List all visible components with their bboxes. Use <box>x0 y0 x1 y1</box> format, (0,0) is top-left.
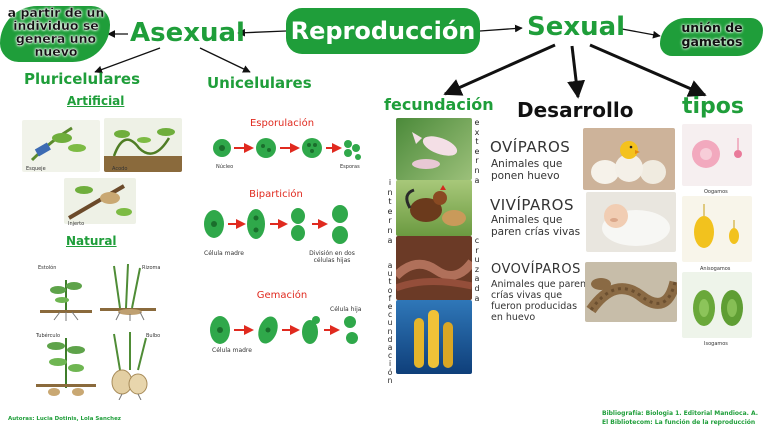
artificial-title: Artificial <box>67 94 125 108</box>
rooster-image <box>396 180 472 236</box>
sponge-image <box>396 300 472 374</box>
authors-credit: Autoras: Lucia Dotinis, Lola Sanchez <box>8 416 122 422</box>
viviparos-text: Animales que paren crías vivas <box>491 214 581 238</box>
chick-egg-image <box>583 128 675 190</box>
bibliography-line-1: Bibliografía: Biologia 1. Editorial Mand… <box>602 410 759 417</box>
gemacion-diagram <box>210 316 358 344</box>
isogamos-image <box>682 272 752 338</box>
sexual-title: Sexual <box>527 12 626 42</box>
acodo-image <box>104 118 182 172</box>
baby-image <box>586 192 676 252</box>
ovoviviparos-title: OVOVÍPAROS <box>491 262 581 277</box>
estolon-label: Estolón <box>38 265 57 271</box>
sexual-definition <box>660 18 763 56</box>
esporulacion-diagram <box>213 138 361 160</box>
oviparos-text: Animales que ponen huevo <box>491 158 563 182</box>
tipos-title: tipos <box>682 94 745 119</box>
oogamos-label: Oogamos <box>704 189 728 195</box>
ovoviviparos-text: Animales que paren crías vivas que fuero… <box>491 279 587 323</box>
esporulacion-esporas-label: Esporas <box>340 164 360 170</box>
unicelulares-title: Unicelulares <box>207 74 312 92</box>
fecundacion-title: fecundación <box>384 95 494 114</box>
esqueje-label: Esqueje <box>26 166 46 172</box>
esporulacion-title: Esporulación <box>249 118 315 129</box>
tuberculo-label: Tubérculo <box>36 333 61 339</box>
biparticion-title: Bipartición <box>249 189 303 200</box>
oviparos-title: OVÍPAROS <box>490 138 571 156</box>
acodo-label: Acodo <box>112 166 128 172</box>
center-title-pill: Reproducción <box>286 8 480 54</box>
isogamos-label: Isogamos <box>704 341 728 347</box>
desarrollo-title: Desarrollo <box>517 98 634 122</box>
biparticion-diagram <box>204 205 348 244</box>
biparticion-hijas-label: División en dos células hijas <box>309 250 355 264</box>
fish-image <box>396 118 472 180</box>
esporulacion-nucleo-label: Núcleo <box>216 164 234 170</box>
estolon-image <box>40 272 92 322</box>
bulbo-label: Bulbo <box>146 333 161 339</box>
injerto-label: Injerto <box>68 221 85 227</box>
injerto-image <box>64 178 136 224</box>
asexual-definition <box>0 6 110 62</box>
sexual-definition-text: unión de gametos <box>681 20 743 49</box>
rizoma-label: Rizoma <box>142 265 161 271</box>
asexual-title: Asexual <box>130 18 245 48</box>
anisogamos-label: Anisogamos <box>700 266 731 272</box>
gemacion-hija-label: Célula hija <box>330 306 362 313</box>
gemacion-title: Gemación <box>256 290 308 301</box>
bulbo-image <box>100 330 158 400</box>
earthworm-image <box>396 236 472 300</box>
rizoma-image <box>100 262 156 322</box>
bibliography-line-2: El Bibliotecom: La función de la reprodu… <box>602 419 756 426</box>
esqueje-image <box>22 120 100 172</box>
center-title: Reproducción <box>290 17 476 45</box>
biparticion-madre-label: Célula madre <box>204 250 244 257</box>
anisogamos-image <box>682 196 752 262</box>
snake-image <box>585 262 677 322</box>
asexual-definition-text: a partir de un individuo se genera uno n… <box>7 5 105 59</box>
natural-title: Natural <box>66 234 117 248</box>
pluricelulares-title: Pluricelulares <box>24 70 141 88</box>
tuberculo-image <box>36 328 96 398</box>
viviparos-title: VIVÍPAROS <box>490 196 574 214</box>
oogamos-image <box>682 124 752 186</box>
gemacion-madre-label: Célula madre <box>212 347 252 354</box>
